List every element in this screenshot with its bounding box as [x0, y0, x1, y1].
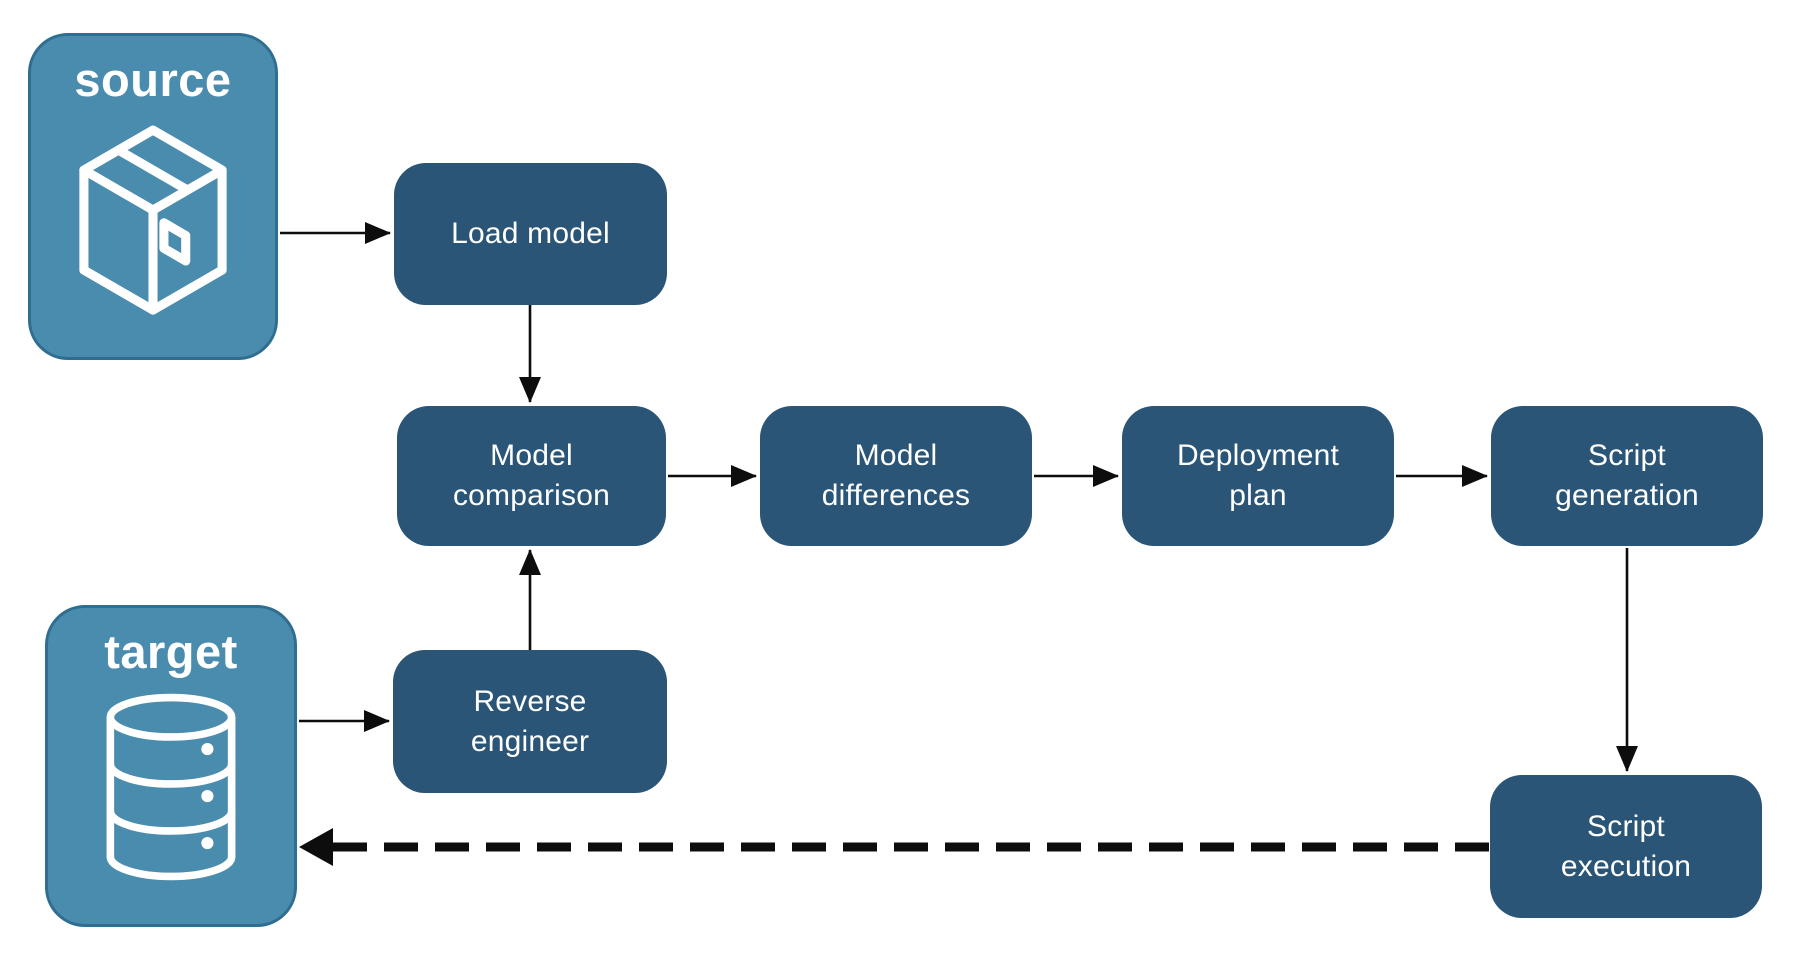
node-label: Load model [451, 217, 610, 251]
node-label: Reverse engineer [470, 684, 590, 758]
edge-script-execution-to-target [299, 828, 1490, 866]
node-label: Deployment plan [1176, 439, 1340, 512]
node-deployment-plan: Deployment plan [1122, 406, 1394, 546]
dashed-arrowhead [299, 828, 333, 866]
node-model-comparison: Model comparison [397, 406, 666, 546]
node-label: Model comparison [452, 439, 611, 512]
node-script-execution: Script execution [1490, 775, 1762, 918]
source-title: source [74, 53, 232, 106]
node-reverse-engineer: Reverse engineer [393, 650, 667, 793]
node-label: Script generation [1555, 439, 1699, 512]
node-label: Model differences [821, 439, 971, 512]
node-source: source [28, 33, 278, 360]
node-load-model: Load model [394, 163, 667, 305]
package-icon [62, 121, 244, 321]
node-target: target [45, 605, 297, 927]
node-model-differences: Model differences [760, 406, 1032, 546]
database-icon [95, 693, 247, 881]
node-label: Script execution [1560, 809, 1692, 883]
node-script-generation: Script generation [1491, 406, 1763, 546]
target-title: target [104, 625, 238, 678]
